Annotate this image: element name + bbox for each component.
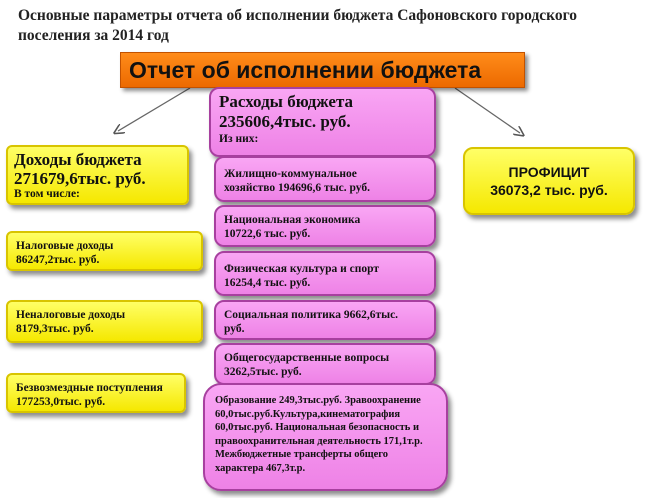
page-title: Основные параметры отчета об исполнении …	[18, 6, 648, 46]
expense-item-economy: Национальная экономика 10722,6 тыс. руб.	[214, 205, 436, 247]
expense-item-housing: Жилищно-коммунальное хозяйство 194696,6 …	[214, 156, 436, 202]
income-item-grants: Безвозмездные поступления 177253,0тыс. р…	[6, 373, 186, 413]
report-banner: Отчет об исполнении бюджета	[120, 52, 525, 88]
expense-item-general: Общегосударственные вопросы 3262,5тыс. р…	[214, 343, 436, 385]
expense-item-label: Жилищно-коммунальное	[224, 168, 357, 180]
expenses-total-box: Расходы бюджета 235606,4тыс. руб. Из них…	[209, 87, 436, 157]
income-item-label: Налоговые доходы	[16, 240, 114, 252]
page-title-line-1: Основные параметры отчета об исполнении …	[18, 7, 578, 24]
expense-item-value: 10722,6 тыс. руб.	[224, 228, 311, 240]
expenses-amount: 235606,4тыс. руб.	[219, 112, 351, 131]
income-item-value: 177253,0тыс. руб.	[16, 396, 106, 408]
expenses-title: Расходы бюджета	[219, 92, 354, 111]
expense-other-line: правоохранительная деятельность 171,1т.р…	[215, 435, 423, 447]
expenses-subtitle: Из них:	[219, 133, 259, 145]
expense-other-box: Образование 249,3тыс.руб. Зравоохранение…	[203, 383, 448, 491]
income-item-value: 86247,2тыс. руб.	[16, 254, 100, 266]
income-amount: 271679,6тыс. руб.	[14, 169, 146, 188]
surplus-amount: 36073,2 тыс. руб.	[490, 182, 608, 198]
expense-item-value: хозяйство 194696,6 тыс. руб.	[224, 182, 370, 194]
expense-item-label: Общегосударственные вопросы	[224, 352, 390, 364]
income-title: Доходы бюджета	[14, 150, 142, 169]
expense-other-line: Межбюджетные трансферты общего	[215, 449, 389, 460]
surplus-title: ПРОФИЦИТ	[508, 164, 590, 180]
income-total-box: Доходы бюджета 271679,6тыс. руб. В том ч…	[6, 145, 189, 205]
income-subtitle: В том числе:	[14, 188, 80, 200]
expense-item-value: 16254,4 тыс. руб.	[224, 277, 311, 289]
expense-other-line: Образование 249,3тыс.руб. Зравоохранение	[215, 395, 421, 406]
arrow-to-income	[118, 87, 191, 131]
income-item-label: Неналоговые доходы	[16, 309, 126, 321]
expense-item-sport: Физическая культура и спорт 16254,4 тыс.…	[214, 251, 436, 296]
expense-other-line: характера 467,3т.р.	[215, 462, 306, 474]
income-item-label: Безвозмездные поступления	[16, 382, 163, 394]
page-title-line-2: поселения за 2014 год	[18, 27, 169, 44]
expense-item-value: руб.	[224, 323, 245, 335]
expense-other-line: 60,0тыс.руб.Культура,кинематография	[215, 408, 401, 420]
income-item-nontax: Неналоговые доходы 8179,3тыс. руб.	[6, 300, 203, 343]
expense-item-label: Национальная экономика	[224, 214, 361, 226]
income-item-tax: Налоговые доходы 86247,2тыс. руб.	[6, 231, 203, 271]
income-item-value: 8179,3тыс. руб.	[16, 323, 94, 335]
surplus-box: ПРОФИЦИТ 36073,2 тыс. руб.	[463, 147, 635, 215]
expense-item-value: 3262,5тыс. руб.	[224, 366, 302, 378]
expense-item-label: Социальная политика 9662,6тыс.	[224, 309, 399, 321]
expense-other-line: 60,0тыс.руб. Национальная безопасность и	[215, 422, 420, 433]
arrow-to-surplus	[454, 87, 520, 133]
expense-item-social: Социальная политика 9662,6тыс. руб.	[214, 300, 436, 340]
expense-item-label: Физическая культура и спорт	[224, 263, 380, 275]
